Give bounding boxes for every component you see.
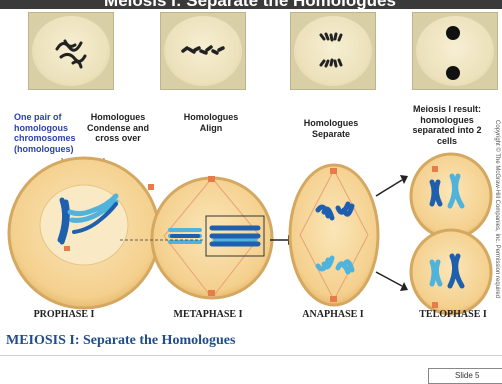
- centrosome-icon: [148, 184, 154, 190]
- anaphase-cell: [290, 165, 378, 305]
- footer-divider: [0, 355, 502, 356]
- centrosome-icon: [208, 176, 215, 182]
- slide-number-box: Slide 5: [428, 368, 502, 384]
- telophase-cells: [411, 154, 491, 314]
- centrosome-icon: [330, 296, 337, 302]
- prophase-cell: [9, 158, 159, 308]
- centrosome-icon: [64, 246, 70, 251]
- phase-label-anaphase: ANAPHASE I: [290, 309, 376, 320]
- phase-label-prophase: PROPHASE I: [18, 309, 110, 320]
- centrosome-icon: [432, 166, 438, 172]
- slide-number: Slide 5: [455, 371, 479, 380]
- centrosome-icon: [208, 290, 215, 296]
- phase-label-metaphase: METAPHASE I: [162, 309, 254, 320]
- phase-label-telophase: TELOPHASE I: [408, 309, 498, 320]
- copyright-credit: Copyright © The McGraw-Hill Companies, I…: [492, 120, 502, 280]
- footer-title: MEIOSIS I: Separate the Homologues: [6, 333, 235, 349]
- centrosome-icon: [330, 168, 337, 174]
- centrosome-icon: [432, 302, 438, 308]
